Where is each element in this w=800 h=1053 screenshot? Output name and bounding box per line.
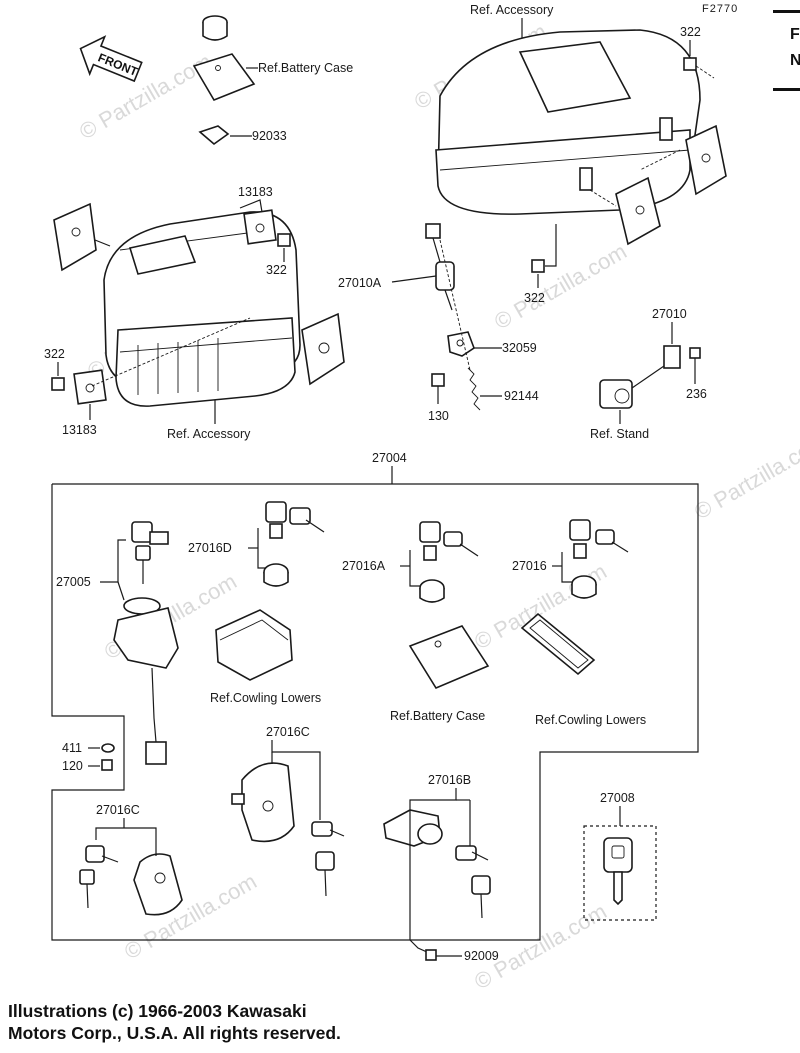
watermark: © Partzilla.com (490, 239, 631, 335)
washer-411-part (101, 743, 115, 753)
key-set-27016A-part (419, 521, 479, 603)
left-accessory-case (103, 211, 301, 407)
watermark: © Partzilla.com (690, 429, 800, 525)
label-322-d: 322 (524, 291, 545, 305)
bolt-322-trunk (531, 259, 545, 273)
bracket-32059-part (447, 331, 475, 357)
label-27016C-b: 27016C (96, 803, 140, 817)
bolt-322-lower (51, 377, 65, 391)
copyright-notice: Illustrations (c) 1966-2003 Kawasaki Mot… (8, 1000, 341, 1044)
label-ref-accessory-left: Ref. Accessory (167, 427, 251, 441)
cap-part (202, 15, 228, 41)
screw-236-part (689, 347, 701, 384)
left-case-lock-part (53, 202, 111, 272)
bolt-322-upper (277, 233, 291, 247)
label-ref-battery-case-top: Ref.Battery Case (258, 61, 353, 75)
label-27004: 27004 (372, 451, 407, 465)
plate-13183-lower (73, 369, 107, 405)
label-27008: 27008 (600, 791, 635, 805)
top-accessory-trunk (435, 29, 701, 215)
screw-120-part (101, 759, 113, 771)
front-arrow-icon: FRONT (79, 35, 143, 83)
label-ref-stand: Ref. Stand (590, 427, 649, 441)
bolt-130-part (431, 373, 445, 404)
set-27004-boundary (51, 483, 699, 941)
corner-letter-f: F (790, 26, 800, 43)
label-27016D: 27016D (188, 541, 232, 555)
battery-case-cover-part (192, 53, 256, 101)
label-92009: 92009 (464, 949, 499, 963)
lock-27010A-part (425, 223, 455, 311)
corner-bar-bottom (773, 88, 800, 91)
lock-set-27016C-middle-part (231, 762, 345, 897)
battery-case-cover-mid-part (408, 625, 490, 690)
plate-13183-upper (243, 209, 277, 245)
label-27016C-a: 27016C (266, 725, 310, 739)
label-130: 130 (428, 409, 449, 423)
trunk-lock-upper-part (685, 124, 727, 196)
lock-set-27016C-left-part (79, 845, 183, 916)
corner-bar-top (773, 10, 800, 13)
label-ref-cowling-lowers-a: Ref.Cowling Lowers (210, 691, 321, 705)
label-27005: 27005 (56, 575, 91, 589)
label-ref-cowling-lowers-b: Ref.Cowling Lowers (535, 713, 646, 727)
label-27016B: 27016B (428, 773, 471, 787)
lock-set-27016B-part (383, 809, 491, 919)
label-13183-a: 13183 (238, 185, 273, 199)
key-27008-box (583, 825, 657, 921)
key-set-27016D-part (263, 501, 325, 587)
label-13183-b: 13183 (62, 423, 97, 437)
copyright-line-2: Motors Corp., U.S.A. All rights reserved… (8, 1023, 341, 1043)
label-27010: 27010 (652, 307, 687, 321)
figure-code: F2770 (702, 3, 738, 15)
clip-part (198, 125, 230, 146)
label-ref-battery-case-mid: Ref.Battery Case (390, 709, 485, 723)
label-92144: 92144 (504, 389, 539, 403)
cowling-lower-cover-a-part (215, 609, 293, 681)
stand-lock-27010-part (599, 345, 681, 409)
label-236: 236 (686, 387, 707, 401)
label-ref-accessory-top: Ref. Accessory (470, 3, 554, 17)
key-27008-part (603, 837, 633, 906)
label-32059: 32059 (502, 341, 537, 355)
key-set-27016-part (569, 519, 629, 599)
spring-92144-part (467, 367, 481, 411)
right-case-lock-part (301, 312, 345, 386)
label-120: 120 (62, 759, 83, 773)
label-27016: 27016 (512, 559, 547, 573)
label-27010A: 27010A (338, 276, 382, 290)
screw-92009-part (425, 949, 437, 961)
label-411: 411 (62, 741, 82, 755)
label-92033: 92033 (252, 129, 287, 143)
label-27016A: 27016A (342, 559, 386, 573)
label-322-a: 322 (680, 25, 701, 39)
bolt-322-top (683, 57, 697, 71)
copyright-line-1: Illustrations (c) 1966-2003 Kawasaki (8, 1001, 307, 1021)
label-322-b: 322 (266, 263, 287, 277)
ignition-switch-27005-part (113, 521, 179, 765)
cowling-lower-cover-b-part (520, 612, 596, 676)
trunk-lock-lower-part (615, 176, 661, 246)
label-322-c: 322 (44, 347, 65, 361)
corner-letter-n: N (790, 52, 800, 69)
